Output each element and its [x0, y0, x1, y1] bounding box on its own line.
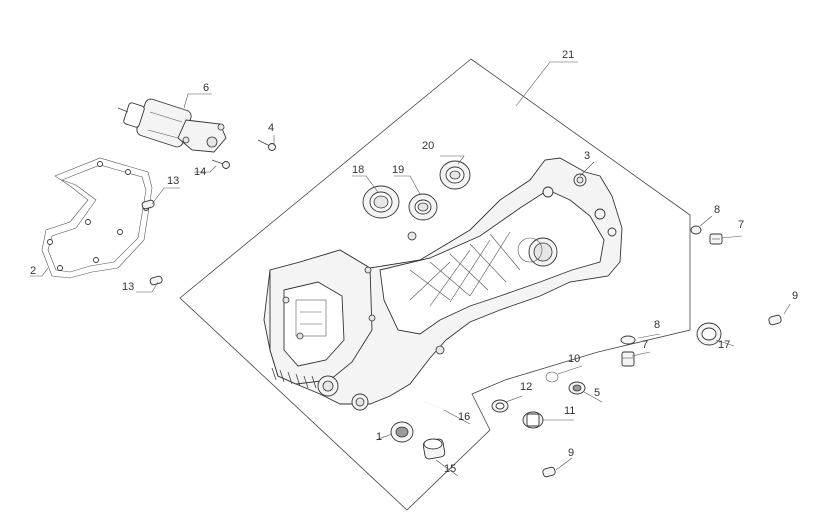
bolt-5	[568, 381, 586, 395]
pin-9-upper	[768, 314, 782, 326]
callout-17: 17	[718, 339, 730, 351]
callout-21: 21	[562, 49, 574, 61]
callout-13-lower: 13	[122, 281, 134, 293]
callout-16: 16	[458, 411, 470, 423]
plug-11	[522, 411, 544, 429]
callout-7-lower: 7	[642, 339, 648, 351]
callout-13-upper: 13	[167, 175, 179, 187]
callout-1: 1	[376, 431, 382, 443]
stud-16	[423, 401, 447, 411]
bushing-1	[390, 421, 414, 443]
callout-14: 14	[194, 166, 206, 178]
bearing-18	[362, 185, 400, 219]
washer-8-upper	[690, 225, 702, 235]
bolt-4	[257, 139, 276, 151]
starter-motor	[117, 98, 227, 153]
callout-15: 15	[444, 463, 456, 475]
callout-8-lower: 8	[654, 319, 660, 331]
bushing-15	[422, 438, 446, 460]
dowel-pin-13-upper	[141, 199, 155, 210]
leader-lines	[30, 61, 791, 477]
crankcase	[263, 157, 623, 411]
bolt-7-upper	[709, 233, 723, 245]
callout-11: 11	[564, 405, 575, 417]
callout-5: 5	[594, 387, 600, 399]
washer-8-lower	[620, 335, 636, 345]
pin-9-lower	[542, 466, 556, 478]
callout-7-upper: 7	[738, 219, 744, 231]
dowel-pin-13-lower	[149, 275, 163, 286]
callout-18: 18	[352, 164, 364, 176]
callout-2: 2	[30, 265, 36, 277]
assembly-outline	[179, 58, 691, 511]
callout-9-upper: 9	[792, 290, 798, 302]
callout-4: 4	[268, 122, 274, 134]
bearing-19	[408, 193, 438, 221]
callout-20: 20	[422, 140, 434, 152]
bearing-20	[439, 160, 471, 190]
o-ring-10	[545, 371, 559, 383]
callout-8-upper: 8	[714, 204, 720, 216]
drain-bolt-7-lower	[621, 351, 635, 367]
callout-10: 10	[568, 353, 580, 365]
callout-6: 6	[203, 82, 209, 94]
bolt-14	[211, 159, 230, 169]
callout-12: 12	[520, 381, 532, 393]
callout-19: 19	[392, 164, 404, 176]
oil-seal-17	[696, 322, 722, 346]
callout-3: 3	[584, 150, 590, 162]
callout-9-lower: 9	[568, 447, 574, 459]
washer-12	[491, 399, 509, 413]
gasket	[41, 157, 153, 279]
